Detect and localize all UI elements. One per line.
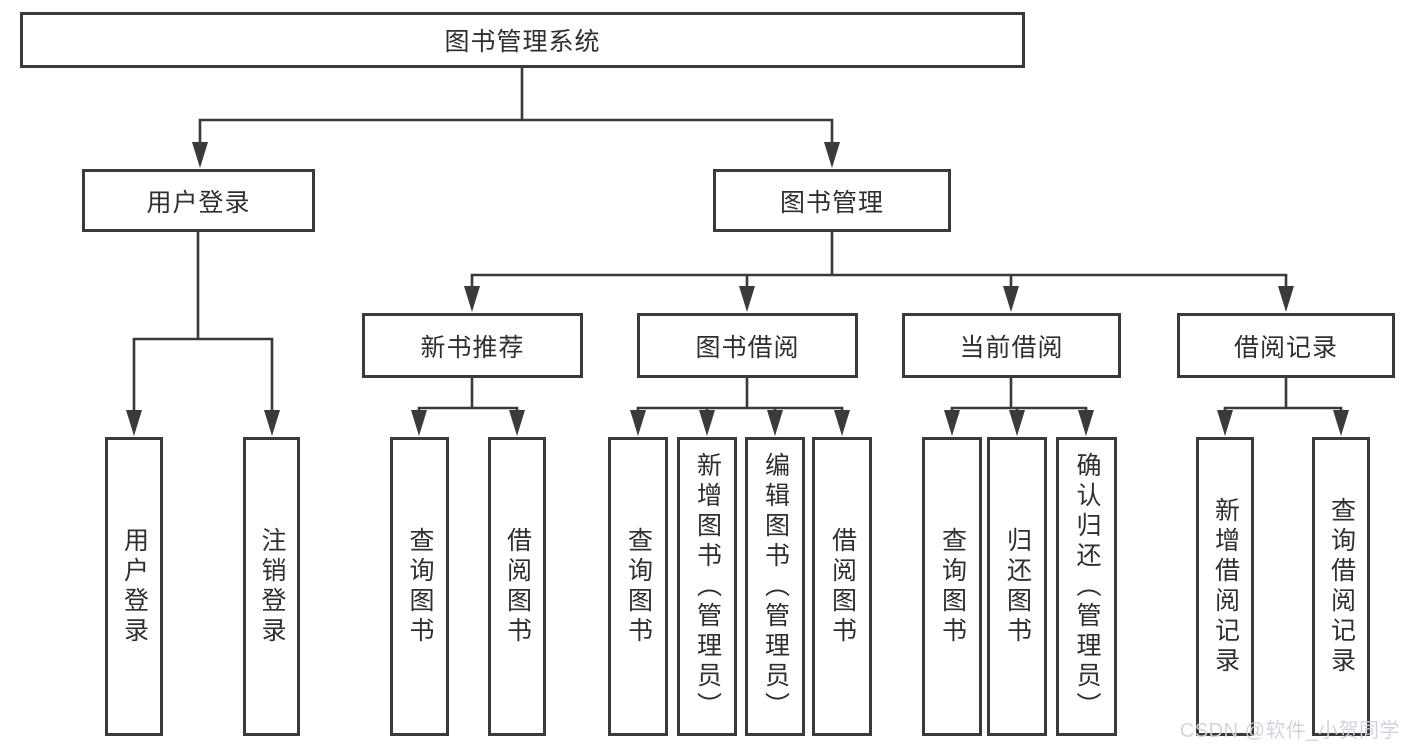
leaf-query-borrow-record-label: 查询借阅记录 [1327,496,1356,677]
leaf-edit-book-admin-label: 编辑图书（管理员） [761,451,790,722]
node-new-book-recommend: 新书推荐 [362,313,583,378]
leaf-user-login: 用户登录 [105,437,163,736]
watermark: CSDN @软件_小贺同学 [1179,720,1400,742]
node-book-borrowing-label: 图书借阅 [695,333,800,362]
node-book-borrowing: 图书借阅 [637,313,858,378]
leaf-query-borrow-record: 查询借阅记录 [1312,437,1370,736]
leaf-logout: 注销登录 [243,437,300,736]
leaf-add-book-admin: 新增图书（管理员） [677,437,737,736]
node-new-book-recommend-label: 新书推荐 [420,333,525,362]
leaf-query-books-current-label: 查询图书 [938,526,967,647]
leaf-query-books-recommend-label: 查询图书 [406,526,434,647]
node-book-management-label: 图书管理 [779,188,884,217]
leaf-borrow-books: 借阅图书 [812,437,872,736]
node-book-management: 图书管理 [713,169,951,232]
node-root: 图书管理系统 [20,12,1025,68]
leaf-query-books-borrowing-label: 查询图书 [624,526,653,647]
node-user-login: 用户登录 [82,169,315,232]
leaf-return-book: 归还图书 [987,437,1047,736]
node-user-login-label: 用户登录 [146,188,251,217]
leaf-return-book-label: 归还图书 [1003,526,1032,647]
node-current-borrowing-label: 当前借阅 [959,333,1064,362]
leaf-add-book-admin-label: 新增图书（管理员） [693,451,722,722]
leaf-query-books-borrowing: 查询图书 [608,437,668,736]
node-current-borrowing: 当前借阅 [902,313,1121,378]
leaf-edit-book-admin: 编辑图书（管理员） [745,437,805,736]
leaf-user-login-label: 用户登录 [120,526,149,647]
leaf-query-books-recommend: 查询图书 [390,437,449,736]
leaf-add-borrow-record-label: 新增借阅记录 [1211,496,1240,677]
leaf-confirm-return-admin-label: 确认归还（管理员） [1073,451,1101,722]
leaf-borrow-books-recommend-label: 借阅图书 [503,526,532,647]
leaf-borrow-books-label: 借阅图书 [828,526,857,647]
leaf-borrow-books-recommend: 借阅图书 [488,437,546,736]
leaf-logout-label: 注销登录 [258,526,286,647]
node-borrowing-records-label: 借阅记录 [1233,333,1338,362]
leaf-add-borrow-record: 新增借阅记录 [1196,437,1254,736]
leaf-confirm-return-admin: 确认归还（管理员） [1056,437,1117,736]
node-borrowing-records: 借阅记录 [1177,313,1395,378]
leaf-query-books-current: 查询图书 [922,437,982,736]
node-root-label: 图书管理系统 [444,28,601,56]
